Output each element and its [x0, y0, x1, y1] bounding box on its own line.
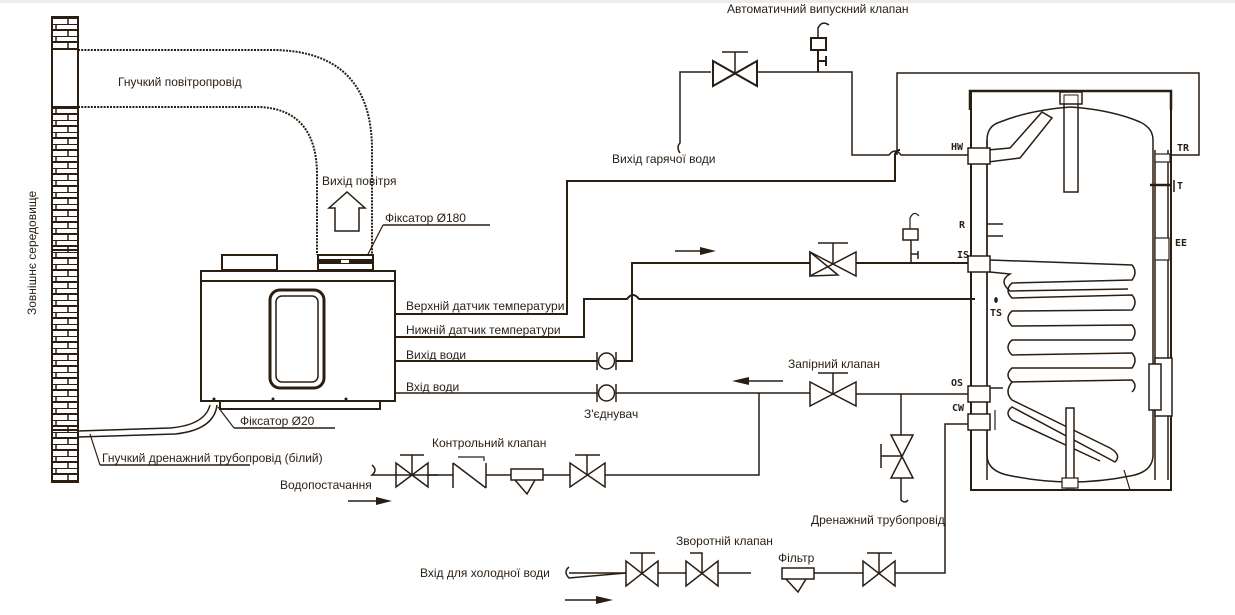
- supply-valve-1: [395, 454, 429, 489]
- upper-temp-sensor-label: Верхній датчик температури: [406, 299, 564, 313]
- filter-label: Фільтр: [778, 551, 815, 565]
- flexible-air-duct: [78, 49, 373, 255]
- connector-inlet: [596, 384, 617, 402]
- port-is-label: IS: [957, 250, 969, 261]
- supply-valve-2: [569, 454, 606, 489]
- drain-valve: [880, 434, 915, 479]
- water-outlet-label: Вихід води: [406, 348, 466, 362]
- lower-temp-sensor-label: Нижній датчик температури: [406, 323, 561, 337]
- cold-filter: [781, 567, 815, 594]
- drain-pipe-label: Дренажний трубопровід: [811, 513, 945, 527]
- flow-arrow-right-icon: [675, 247, 716, 255]
- auto-relief-valve: [810, 22, 830, 72]
- top-border: [0, 0, 1235, 3]
- air-vent-is: [902, 212, 920, 263]
- shutoff-valve: [809, 372, 857, 408]
- outdoor-environment-label: Зовнішнє середовище: [25, 190, 39, 315]
- port-ee-label: EE: [1175, 238, 1187, 249]
- connector-label: З'єднувач: [584, 407, 638, 421]
- port-ts-label: TS: [990, 308, 1002, 319]
- cold-valve-1: [625, 552, 659, 588]
- shutoff-valve-label: Запірний клапан: [788, 357, 880, 371]
- flow-arrow-cold-icon: [565, 596, 613, 604]
- connector-outlet: [596, 352, 617, 370]
- brick-wall: [51, 16, 79, 483]
- flexible-air-duct-label: Гнучкий повітропровід: [118, 75, 242, 89]
- check-valve-supply: [452, 456, 487, 489]
- port-t-label: T: [1177, 181, 1183, 192]
- check-valve-supply-label: Контрольний клапан: [432, 436, 546, 450]
- supply-filter: [510, 468, 544, 496]
- heat-pump-unit: [200, 254, 396, 410]
- hot-water-outlet-label: Вихід гарячої води: [612, 152, 715, 166]
- air-outlet-arrow-icon: [327, 190, 367, 232]
- return-valve: [685, 552, 719, 588]
- flexible-drain-pipe-label: Гнучкий дренажний трубопровід (білий): [102, 451, 323, 465]
- water-supply-label: Водопостачання: [280, 478, 372, 492]
- cold-water-inlet-label: Вхід для холодної води: [420, 566, 550, 580]
- air-outlet-label: Вихід повітря: [322, 174, 396, 188]
- port-cw-label: CW: [952, 403, 965, 414]
- valve-is: [809, 242, 857, 278]
- storage-tank: [967, 89, 1175, 491]
- heating-coil: [989, 259, 1136, 463]
- flow-arrow-supply-icon: [348, 497, 392, 505]
- water-inlet-label: Вхід води: [406, 380, 459, 394]
- flow-arrow-left-icon: [732, 377, 783, 385]
- clamp-180-label: Фіксатор Ø180: [385, 211, 466, 225]
- cold-valve-2: [862, 552, 896, 588]
- hot-water-valve: [712, 51, 758, 88]
- port-r-label: R: [959, 220, 966, 231]
- port-tr-label: TR: [1177, 143, 1190, 154]
- clamp-20-label: Фіксатор Ø20: [240, 414, 315, 428]
- return-valve-label: Зворотній клапан: [676, 534, 773, 548]
- port-os-label: OS: [951, 378, 963, 389]
- port-hw-label: HW: [951, 142, 964, 153]
- auto-relief-valve-label: Автоматичний випускний клапан: [727, 2, 909, 16]
